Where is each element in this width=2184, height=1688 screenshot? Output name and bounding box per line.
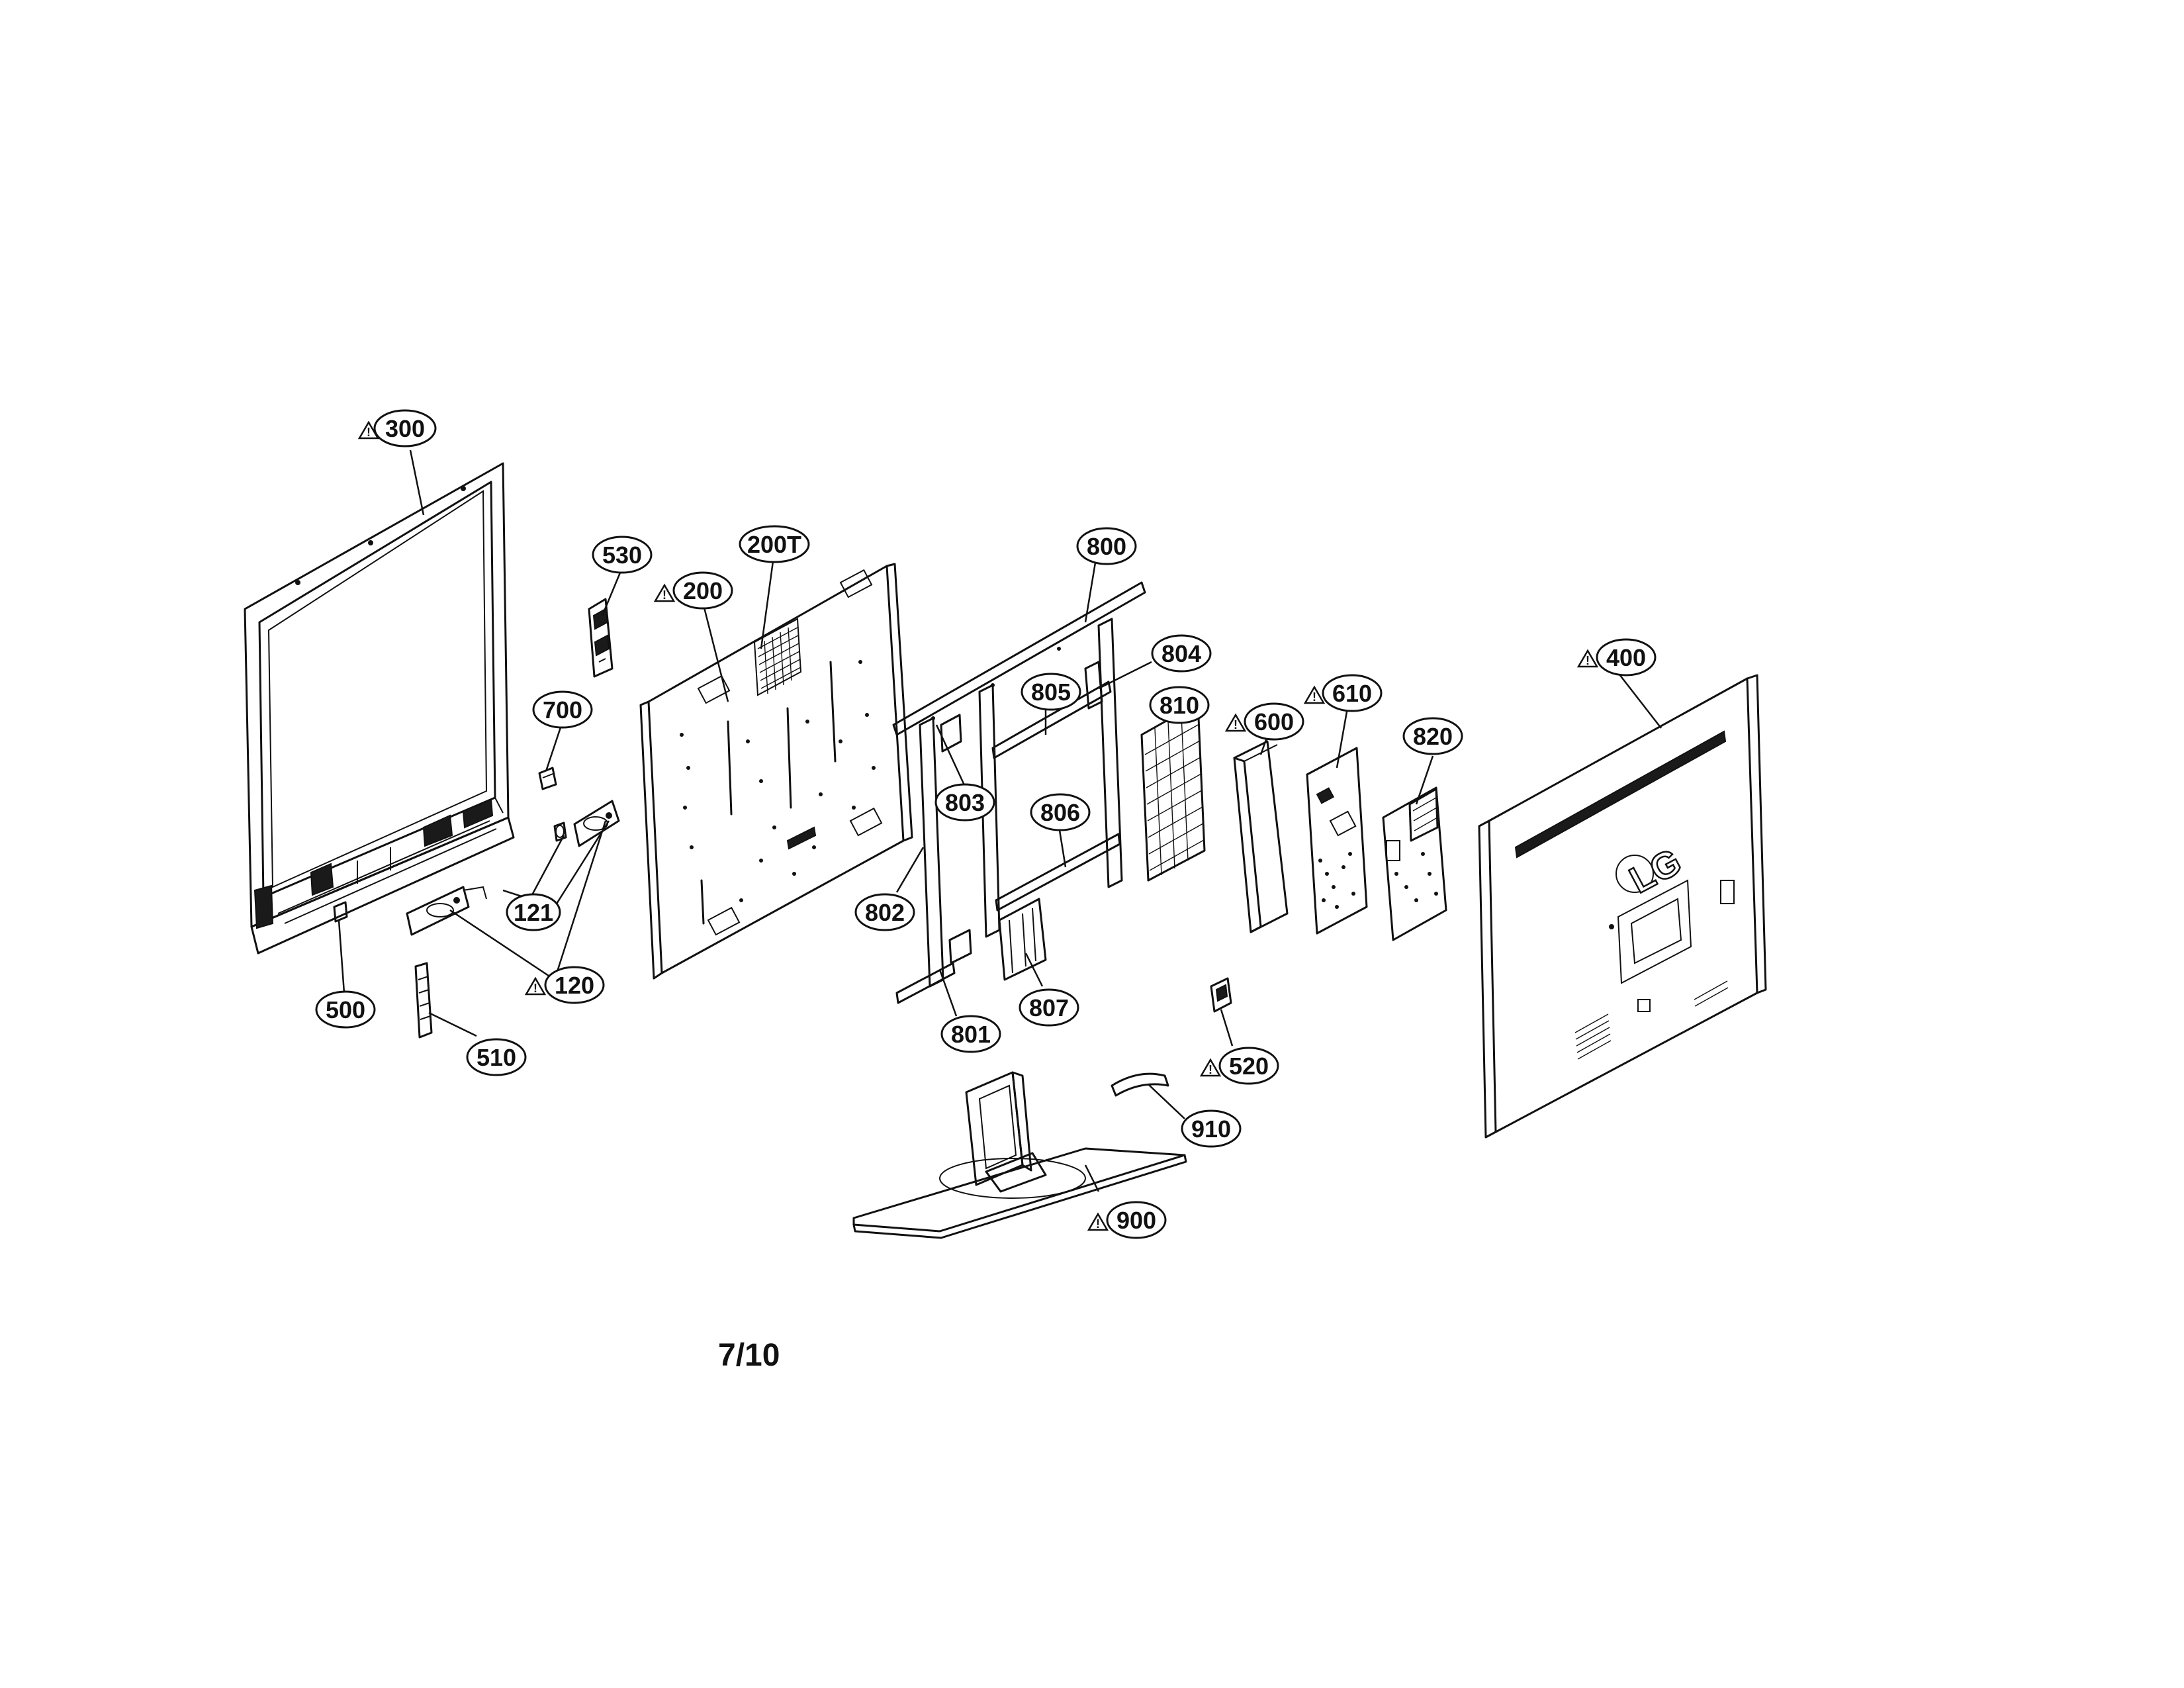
callout-807[interactable]: 807 xyxy=(1019,988,1079,1027)
part-820-board-shield xyxy=(1382,786,1447,941)
callout-802[interactable]: 802 xyxy=(854,893,915,931)
callout-label: 121 xyxy=(514,899,553,926)
callout-label: 804 xyxy=(1161,640,1201,667)
callout-label: 200T xyxy=(747,531,801,558)
callout-805[interactable]: 805 xyxy=(1021,673,1081,711)
callout-label: 610 xyxy=(1332,680,1372,707)
warning-mark: ! xyxy=(533,982,537,995)
part-520 xyxy=(1210,977,1232,1013)
callout-120[interactable]: ! 120 xyxy=(524,966,605,1004)
warning-icon xyxy=(357,420,380,440)
part-900-stand xyxy=(852,1071,1187,1239)
callout-label: 800 xyxy=(1087,533,1126,560)
part-530-side-key xyxy=(588,598,614,678)
callout-610[interactable]: ! 610 xyxy=(1303,674,1383,712)
callout-200[interactable]: ! 200 xyxy=(653,571,733,610)
part-200-panel xyxy=(639,563,913,980)
callout-300[interactable]: ! 300 xyxy=(357,409,437,447)
warning-mark: ! xyxy=(662,588,666,602)
callout-400[interactable]: ! 400 xyxy=(1576,638,1657,677)
callout-700[interactable]: 700 xyxy=(532,690,593,729)
warning-icon xyxy=(1087,1212,1109,1231)
callout-label: 530 xyxy=(602,541,642,569)
warning-mark: ! xyxy=(1208,1063,1212,1076)
callout-label: 802 xyxy=(865,899,905,926)
part-600-power-supply xyxy=(1233,740,1289,933)
callout-900[interactable]: ! 900 xyxy=(1087,1201,1167,1239)
callouts: ! 300 530 200T ! 200 700 121 xyxy=(315,409,1657,1239)
callout-530[interactable]: 530 xyxy=(592,536,653,574)
callout-label: 400 xyxy=(1606,644,1646,671)
part-500 xyxy=(333,901,348,923)
callout-600[interactable]: ! 600 xyxy=(1224,702,1304,741)
callout-label: 700 xyxy=(543,696,582,724)
callout-200T[interactable]: 200T xyxy=(739,525,810,563)
callout-label: 120 xyxy=(555,972,594,999)
callout-520[interactable]: ! 520 xyxy=(1199,1047,1279,1085)
warning-mark: ! xyxy=(1312,690,1316,704)
warning-icon xyxy=(1303,685,1326,704)
part-510-key-board xyxy=(414,962,433,1039)
warning-mark: ! xyxy=(1234,718,1238,731)
part-810-shield xyxy=(1140,702,1206,882)
warning-mark: ! xyxy=(1096,1217,1100,1231)
leader-lines xyxy=(338,449,1662,1192)
callout-801[interactable]: 801 xyxy=(940,1015,1001,1053)
callout-806[interactable]: 806 xyxy=(1030,793,1091,831)
warning-icon xyxy=(1576,649,1599,668)
part-121-speaker-connector xyxy=(553,821,567,842)
part-610-main-board xyxy=(1306,747,1368,935)
callout-label: 500 xyxy=(326,996,365,1023)
callout-label: 820 xyxy=(1413,723,1453,750)
callout-810[interactable]: 810 xyxy=(1149,686,1210,724)
callout-803[interactable]: 803 xyxy=(934,783,995,821)
callout-label: 810 xyxy=(1160,692,1199,719)
callout-label: 806 xyxy=(1040,799,1080,826)
callout-820[interactable]: 820 xyxy=(1402,717,1463,755)
warning-mark: ! xyxy=(367,426,371,439)
part-910-stand-cover xyxy=(1111,1072,1169,1097)
part-400-back-cover: LG xyxy=(1478,674,1767,1139)
page-number: 7/10 xyxy=(718,1338,780,1373)
callout-804[interactable]: 804 xyxy=(1151,634,1212,673)
warning-icon xyxy=(653,583,676,602)
callout-label: 801 xyxy=(951,1021,991,1048)
warning-icon xyxy=(524,976,547,996)
callout-label: 803 xyxy=(945,789,985,816)
callout-121[interactable]: 121 xyxy=(506,893,561,931)
callout-500[interactable]: 500 xyxy=(315,990,376,1029)
callout-910[interactable]: 910 xyxy=(1181,1109,1242,1148)
callout-label: 200 xyxy=(683,577,723,604)
callout-label: 300 xyxy=(385,415,425,442)
callout-label: 510 xyxy=(477,1044,516,1071)
warning-mark: ! xyxy=(1586,654,1590,667)
callout-label: 600 xyxy=(1254,708,1294,735)
warning-icon xyxy=(1199,1058,1222,1077)
callout-800[interactable]: 800 xyxy=(1076,527,1137,565)
warning-icon xyxy=(1224,713,1247,732)
callout-label: 520 xyxy=(1229,1053,1269,1080)
callout-label: 910 xyxy=(1191,1115,1231,1143)
part-700 xyxy=(538,767,557,790)
callout-label: 900 xyxy=(1116,1207,1156,1234)
part-800-frame xyxy=(892,581,1146,1004)
part-300-front-bezel xyxy=(244,462,515,955)
callout-label: 805 xyxy=(1031,679,1071,706)
callout-label: 807 xyxy=(1029,994,1069,1021)
part-120-speaker-left xyxy=(406,886,487,936)
callout-510[interactable]: 510 xyxy=(466,1038,527,1076)
